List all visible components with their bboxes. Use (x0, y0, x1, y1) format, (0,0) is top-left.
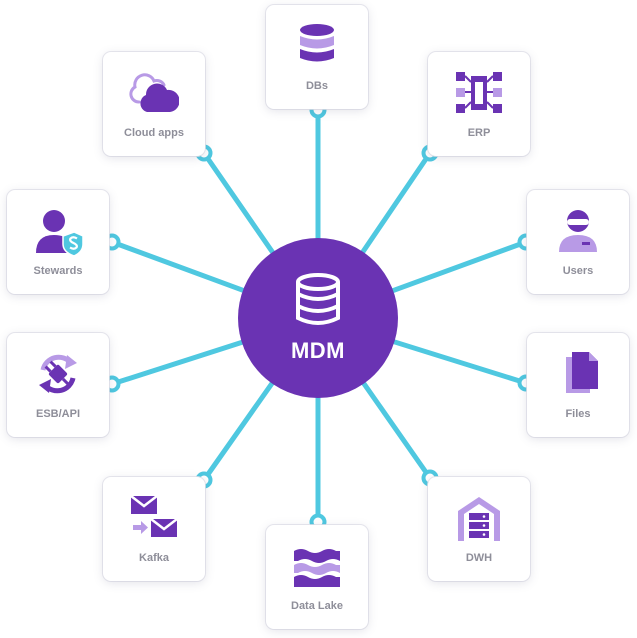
erp-modules-icon (456, 72, 502, 113)
node-dbs[interactable]: DBs (266, 5, 368, 109)
node-erp[interactable]: ERP (428, 52, 530, 156)
node-label: Kafka (139, 552, 169, 564)
node-dwh[interactable]: DWH (428, 477, 530, 581)
node-esb-api[interactable]: ESB/API (7, 333, 109, 437)
files-icon (566, 352, 598, 393)
database-icon (296, 273, 340, 325)
node-label: Data Lake (291, 600, 343, 612)
database-icon (300, 24, 334, 62)
user-icon (559, 210, 597, 252)
cloud-icon (129, 73, 179, 112)
node-label: Cloud apps (124, 127, 184, 139)
warehouse-icon (458, 497, 500, 541)
node-label: Stewards (33, 265, 83, 277)
mail-transfer-icon (130, 495, 178, 537)
node-label: Files (565, 408, 591, 420)
node-cloud-apps[interactable]: Cloud apps (103, 52, 205, 156)
node-label: DBs (305, 80, 328, 92)
node-label: ERP (467, 127, 491, 139)
user-shield-icon (36, 210, 83, 256)
node-kafka[interactable]: Kafka (103, 477, 205, 581)
node-data-lake[interactable]: Data Lake (266, 525, 368, 629)
mdm-hub[interactable]: MDM (238, 238, 398, 398)
node-label: ESB/API (35, 408, 80, 420)
hub-label: MDM (290, 338, 346, 363)
node-label: DWH (465, 552, 493, 564)
plug-sync-icon (39, 354, 77, 394)
waves-icon (294, 549, 340, 587)
node-users[interactable]: Users (527, 190, 629, 294)
node-label: Users (562, 265, 594, 277)
node-files[interactable]: Files (527, 333, 629, 437)
node-stewards[interactable]: Stewards (7, 190, 109, 294)
